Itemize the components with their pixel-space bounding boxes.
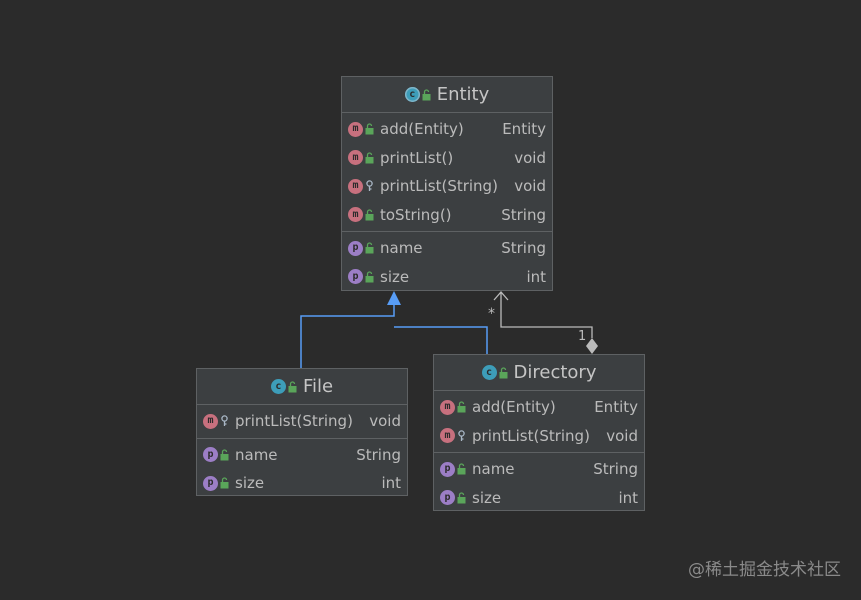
field-icon: p bbox=[203, 475, 218, 491]
method-type: Entity bbox=[502, 120, 546, 139]
method-row[interactable]: m toString() String bbox=[342, 201, 552, 230]
class-header-directory: c Directory bbox=[434, 355, 644, 391]
method-name: printList() bbox=[380, 148, 454, 167]
method-icon: m bbox=[348, 121, 363, 137]
key-icon bbox=[458, 430, 465, 441]
field-name: size bbox=[380, 267, 410, 286]
method-row[interactable]: m printList() void bbox=[342, 144, 552, 173]
method-row[interactable]: m add(Entity) Entity bbox=[342, 115, 552, 144]
class-box-directory[interactable]: c Directory m add(Entity) Entity m print… bbox=[433, 354, 645, 511]
field-type: int bbox=[526, 267, 546, 286]
multiplicity-one: 1 bbox=[578, 329, 586, 344]
aggregation-arrowhead bbox=[493, 291, 509, 301]
field-row[interactable]: p size int bbox=[197, 469, 407, 498]
method-type: void bbox=[606, 426, 638, 445]
method-name: printList(String) bbox=[235, 412, 353, 431]
aggregation-diamond bbox=[586, 338, 598, 354]
fields-section-entity: p name String p size int bbox=[342, 232, 552, 293]
method-name: printList(String) bbox=[472, 426, 590, 445]
field-name: size bbox=[472, 488, 502, 507]
method-icon: m bbox=[348, 207, 363, 223]
method-icon: m bbox=[440, 399, 455, 415]
field-icon: p bbox=[440, 490, 455, 506]
fields-section-file: p name String p size int bbox=[197, 439, 407, 500]
field-name: name bbox=[235, 445, 278, 464]
inheritance-line-file bbox=[300, 302, 395, 369]
class-name-entity: Entity bbox=[436, 84, 490, 105]
class-icon: c bbox=[481, 365, 497, 380]
method-name: printList(String) bbox=[380, 177, 498, 196]
public-icon bbox=[220, 477, 229, 489]
public-icon bbox=[365, 123, 374, 135]
method-type: Entity bbox=[594, 398, 638, 417]
methods-section-directory: m add(Entity) Entity m printList(String)… bbox=[434, 391, 644, 453]
field-icon: p bbox=[348, 269, 363, 285]
method-row[interactable]: m printList(String) void bbox=[197, 407, 407, 436]
public-icon bbox=[365, 242, 374, 254]
public-icon bbox=[365, 209, 374, 221]
public-icon bbox=[457, 492, 466, 504]
multiplicity-many: * bbox=[488, 306, 495, 322]
method-type: void bbox=[514, 177, 546, 196]
method-name: add(Entity) bbox=[380, 120, 464, 139]
field-icon: p bbox=[348, 240, 363, 256]
watermark: @稀土掘金技术社区 bbox=[688, 560, 841, 580]
public-icon bbox=[457, 463, 466, 475]
method-icon: m bbox=[440, 428, 455, 444]
class-box-entity[interactable]: c Entity m add(Entity) Entity m printLis… bbox=[341, 76, 553, 291]
inheritance-arrowhead bbox=[387, 291, 401, 305]
unlock-icon bbox=[499, 366, 508, 378]
methods-section-file: m printList(String) void bbox=[197, 405, 407, 439]
method-row[interactable]: m add(Entity) Entity bbox=[434, 393, 644, 422]
field-row[interactable]: p name String bbox=[434, 455, 644, 484]
key-icon bbox=[366, 180, 373, 192]
abstract-class-icon: c bbox=[404, 87, 420, 102]
public-icon bbox=[365, 152, 374, 164]
class-icon: c bbox=[270, 379, 286, 394]
public-icon bbox=[365, 271, 374, 283]
class-name-file: File bbox=[302, 376, 334, 397]
method-type: void bbox=[369, 412, 401, 431]
class-box-file[interactable]: c File m printList(String) void p name S… bbox=[196, 368, 408, 496]
field-type: String bbox=[356, 445, 401, 464]
field-row[interactable]: p size int bbox=[342, 263, 552, 292]
field-icon: p bbox=[440, 461, 455, 477]
method-name: toString() bbox=[380, 205, 452, 224]
field-name: name bbox=[380, 239, 423, 258]
field-row[interactable]: p name String bbox=[342, 234, 552, 263]
class-header-file: c File bbox=[197, 369, 407, 405]
method-icon: m bbox=[203, 413, 218, 429]
field-row[interactable]: p size int bbox=[434, 484, 644, 513]
inheritance-line-directory bbox=[394, 326, 488, 355]
aggregation-line bbox=[500, 292, 593, 338]
field-icon: p bbox=[203, 447, 218, 463]
field-name: name bbox=[472, 460, 515, 479]
methods-section-entity: m add(Entity) Entity m printList() void … bbox=[342, 113, 552, 232]
method-icon: m bbox=[348, 150, 363, 166]
field-type: int bbox=[381, 474, 401, 493]
field-type: int bbox=[618, 488, 638, 507]
method-name: add(Entity) bbox=[472, 398, 556, 417]
field-name: size bbox=[235, 474, 265, 493]
field-type: String bbox=[501, 239, 546, 258]
field-row[interactable]: p name String bbox=[197, 441, 407, 470]
method-row[interactable]: m printList(String) void bbox=[342, 172, 552, 201]
method-type: String bbox=[501, 205, 546, 224]
class-name-directory: Directory bbox=[513, 362, 597, 383]
fields-section-directory: p name String p size int bbox=[434, 453, 644, 514]
unlock-icon bbox=[288, 380, 297, 392]
public-icon bbox=[457, 401, 466, 413]
method-row[interactable]: m printList(String) void bbox=[434, 422, 644, 451]
method-type: void bbox=[514, 148, 546, 167]
public-icon bbox=[220, 449, 229, 461]
unlock-icon bbox=[422, 88, 431, 100]
class-header-entity: c Entity bbox=[342, 77, 552, 113]
field-type: String bbox=[593, 460, 638, 479]
abstract-method-icon: m bbox=[348, 178, 363, 194]
key-icon bbox=[221, 415, 228, 427]
